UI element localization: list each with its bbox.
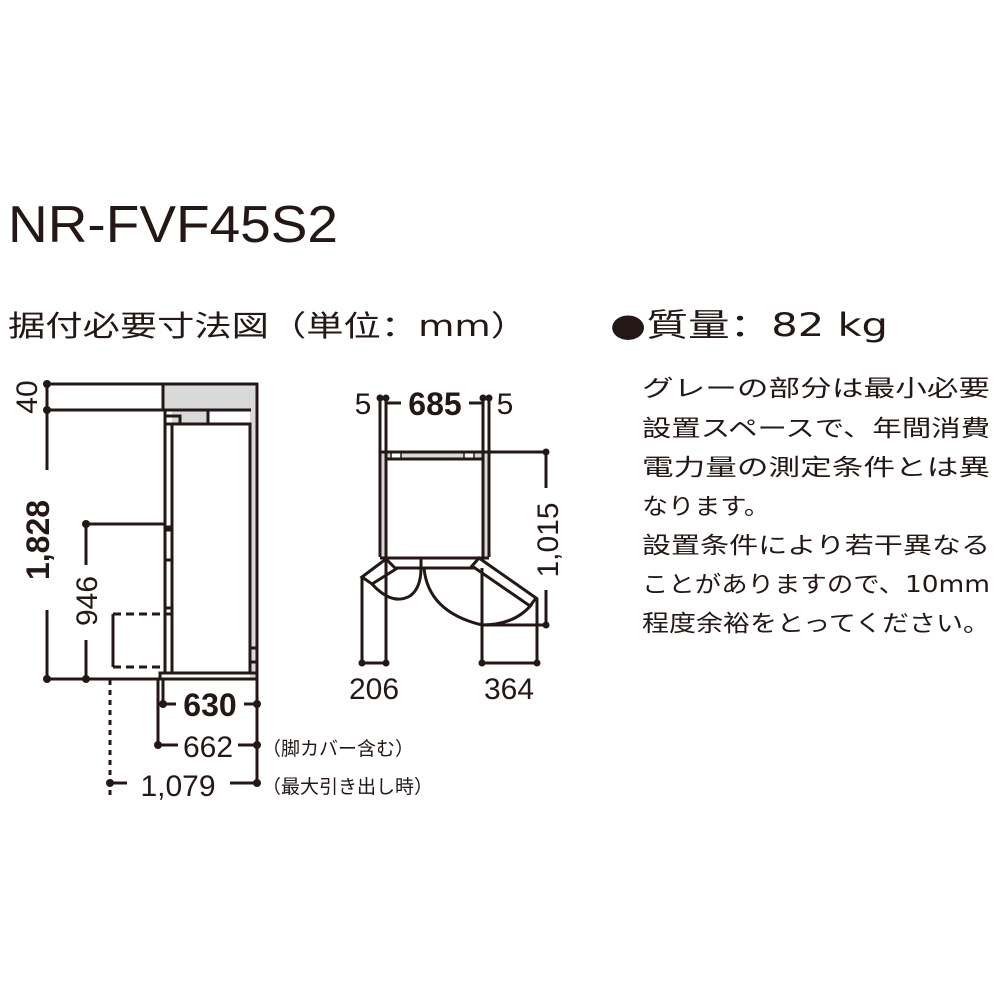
fridge-body: [170, 422, 252, 675]
right-door-swing-dimension: 364: [484, 673, 534, 706]
hinge-height-dimension: 946: [71, 576, 104, 626]
drawer-open-depth-dimension: 1,079: [140, 770, 215, 803]
note-line: なります。: [642, 494, 770, 520]
drawer-open-note: （最大引き出し時）: [262, 776, 433, 798]
note-line: 設置スペースで、年間消費: [642, 416, 990, 442]
note-line: グレーの部分は最小必要: [642, 376, 990, 402]
left-door-swing-dimension: 206: [349, 673, 399, 706]
top-clearance-area: [163, 384, 257, 410]
side-view: 40 1,828 946 630 662 （脚カバー含む） 1,079 （最大引…: [11, 380, 433, 803]
diagram-subtitle: 据付必要寸法図（単位：mm）: [8, 309, 528, 343]
note-line: ことがありますので、10mm: [642, 572, 990, 598]
depth-with-leg-cover-dimension: 662: [183, 731, 233, 764]
left-clearance-dimension: 5: [355, 388, 372, 421]
rear-clearance-area: [250, 410, 257, 680]
left-door-swing-arc: [370, 567, 423, 601]
leg-cover-note: （脚カバー含む）: [262, 738, 414, 760]
note-line: 程度余裕をとってください。: [642, 611, 990, 637]
notes-paragraph: グレーの部分は最小必要 設置スペースで、年間消費 電力量の測定条件とは異 なりま…: [642, 376, 990, 637]
note-line: 電力量の測定条件とは異: [642, 455, 990, 481]
model-title: NR-FVF45S2: [8, 196, 338, 254]
left-door: [359, 557, 399, 586]
note-line: 設置条件により若干異なる: [642, 533, 990, 559]
mass-label: ●質量：82 kg: [610, 306, 888, 344]
depth-dimension: 630: [183, 687, 236, 723]
width-dimension: 685: [408, 386, 461, 422]
right-clearance-dimension: 5: [497, 388, 514, 421]
depth-doors-open-dimension: 1,015: [532, 502, 565, 577]
height-dimension: 1,828: [20, 500, 56, 580]
top-view: 5 685 5 206 364 1,015: [349, 386, 565, 706]
top-clearance-dimension: 40: [11, 380, 44, 413]
